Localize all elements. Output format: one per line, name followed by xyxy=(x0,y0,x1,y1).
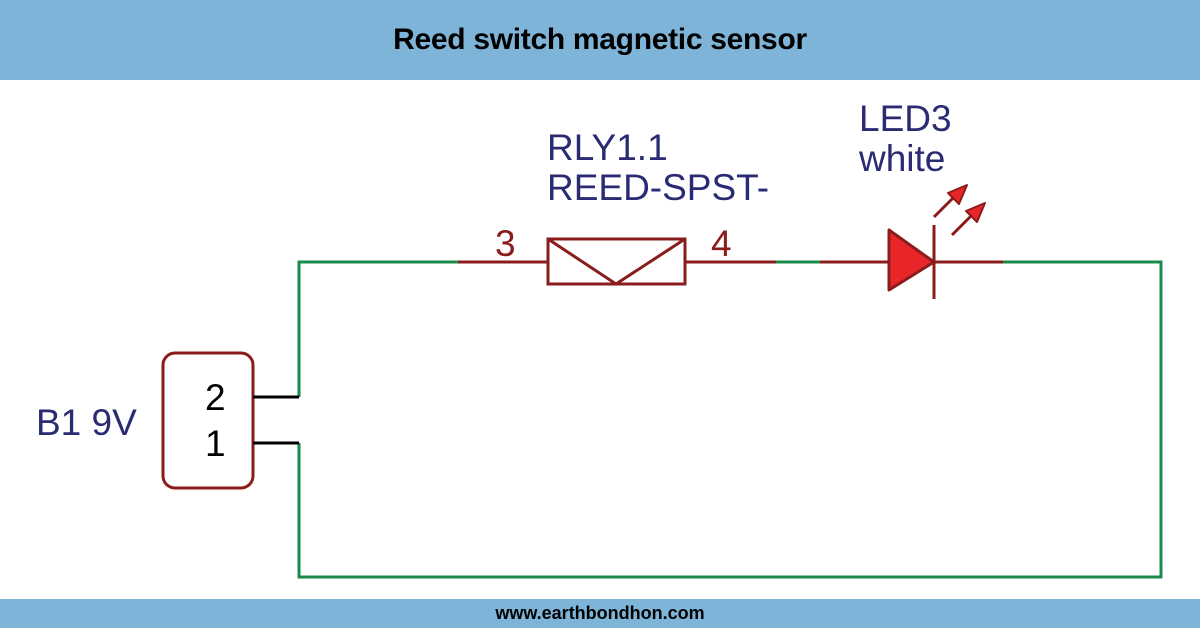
footer-banner: www.earthbondhon.com xyxy=(0,599,1200,628)
light-emission-icon xyxy=(932,184,986,237)
led-triangle xyxy=(887,228,936,292)
battery-body xyxy=(161,351,255,490)
battery-b1: 2 1 B1 9V xyxy=(36,351,299,490)
title-banner: Reed switch magnetic sensor xyxy=(0,0,1200,80)
battery-pin-1: 1 xyxy=(205,423,226,464)
led-ref-label: LED3 xyxy=(859,98,952,139)
diagram-title: Reed switch magnetic sensor xyxy=(393,23,807,56)
reed-body xyxy=(546,237,687,286)
led3 xyxy=(820,184,1003,299)
wire-led-return xyxy=(297,260,1163,579)
reed-pin-3: 3 xyxy=(495,223,516,264)
reed-switch-rly1 xyxy=(458,237,776,286)
reed-ref-label: RLY1.1 xyxy=(547,127,668,168)
wire-battery-to-switch xyxy=(297,260,458,397)
led-value-label: white xyxy=(858,138,945,179)
battery-pin-2: 2 xyxy=(205,377,226,418)
wires xyxy=(297,260,1163,579)
reed-value-label: REED-SPST- xyxy=(547,167,769,208)
reed-pin-4: 4 xyxy=(711,223,732,264)
reed-contact-symbol xyxy=(547,237,686,286)
website-url: www.earthbondhon.com xyxy=(495,603,705,623)
battery-label: B1 9V xyxy=(36,402,137,443)
